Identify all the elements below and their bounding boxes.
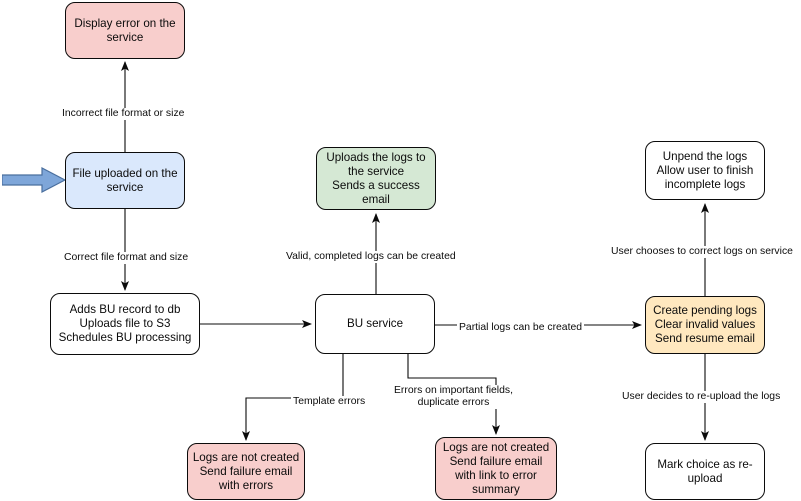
edge-label-user-chooses-to-correct-logs: User chooses to correct logs on service	[609, 246, 795, 258]
node-logs-not-created-error-summary[interactable]: Logs are not created Send failure email …	[435, 437, 557, 500]
edge-label-valid-completed-logs: Valid, completed logs can be created	[284, 251, 458, 263]
node-mark-choice-as-reupload[interactable]: Mark choice as re- upload	[645, 443, 765, 500]
edge-label-correct-file-format: Correct file format and size	[62, 252, 191, 264]
external-input-arrow	[2, 167, 66, 193]
node-unpend-logs[interactable]: Unpend the logs Allow user to finish inc…	[645, 141, 765, 200]
edge-label-errors-on-important-fields: Errors on important fields, duplicate er…	[392, 385, 515, 409]
node-create-pending-logs[interactable]: Create pending logs Clear invalid values…	[645, 296, 765, 354]
edge-label-user-decides-to-reupload: User decides to re-upload the logs	[620, 391, 783, 403]
node-display-error[interactable]: Display error on the service	[65, 2, 185, 59]
node-uploads-logs-success[interactable]: Uploads the logs to the service Sends a …	[316, 147, 436, 210]
edge-label-partial-logs: Partial logs can be created	[457, 322, 585, 334]
node-logs-not-created-template-errors[interactable]: Logs are not created Send failure email …	[187, 443, 305, 500]
edge-label-incorrect-file-format: Incorrect file format or size	[60, 108, 187, 120]
node-file-uploaded-on-service[interactable]: File uploaded on the service	[65, 152, 185, 209]
edge-label-template-errors: Template errors	[291, 396, 368, 408]
node-bu-service[interactable]: BU service	[315, 294, 435, 354]
node-adds-bu-record[interactable]: Adds BU record to db Uploads file to S3 …	[50, 293, 200, 355]
